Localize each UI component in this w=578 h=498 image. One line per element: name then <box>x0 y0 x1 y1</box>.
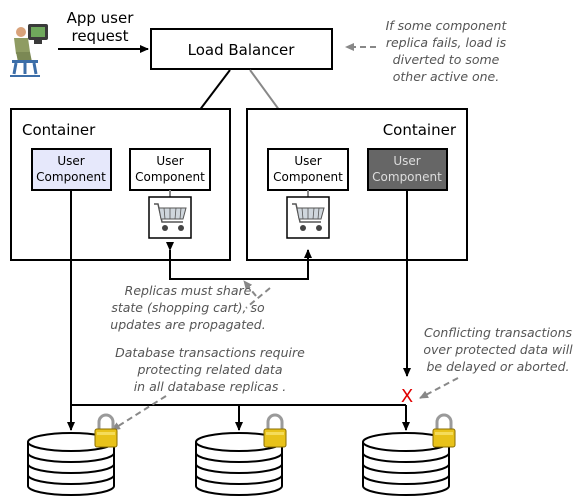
shared-state-connector <box>166 242 312 280</box>
user-component-right-cart: User Component <box>267 148 349 191</box>
database-icon <box>362 432 450 496</box>
svg-text:User: User <box>156 154 183 168</box>
shopping-cart-icon <box>286 196 330 239</box>
shared-state-note-line1: Replicas must share <box>125 283 252 298</box>
load-balancer-label: Load Balancer <box>188 41 296 59</box>
svg-text:User: User <box>393 154 420 168</box>
db-note-arrow <box>111 395 167 431</box>
svg-text:Component: Component <box>273 170 343 184</box>
container-right-title: Container <box>383 121 457 139</box>
padlock-icon <box>432 413 456 448</box>
load-balancer-box <box>150 28 333 70</box>
padlock-icon <box>94 413 118 448</box>
shared-state-note-arrow-head <box>243 280 257 297</box>
request-label-line2: request <box>71 27 128 45</box>
svg-text:Component: Component <box>36 170 106 184</box>
shared-state-note-arrow <box>245 287 271 309</box>
user-at-computer-icon <box>10 24 48 77</box>
shared-state-note-line2: state (shopping cart), so <box>111 300 265 315</box>
database-icon <box>195 432 283 496</box>
request-label-line1: App user <box>67 9 135 27</box>
failover-note-line4: other active one. <box>393 69 499 84</box>
svg-text:User: User <box>57 154 84 168</box>
svg-text:Component: Component <box>135 170 205 184</box>
conflicts-note-line2: over protected data will <box>423 342 573 357</box>
svg-text:User: User <box>294 154 321 168</box>
db-note-line3: in all database replicas . <box>134 379 287 394</box>
conflicts-note-line1: Conflicting transactions <box>424 325 573 340</box>
failover-note-line1: If some component <box>386 18 508 33</box>
conflicts-note-line3: be delayed or aborted. <box>427 359 570 374</box>
db-note-line2: protecting related data <box>136 362 282 377</box>
conflict-marker: X <box>401 386 413 407</box>
container-left-title: Container <box>22 121 96 139</box>
database-icon <box>27 432 115 496</box>
conflicts-note-arrow <box>419 377 459 399</box>
user-component-left-cart: User Component <box>129 148 211 191</box>
user-component-right-failed: User Component <box>367 148 448 191</box>
failover-note-line2: replica fails, load is <box>386 35 507 50</box>
padlock-icon <box>263 413 287 448</box>
db-note-line1: Database transactions require <box>115 345 305 360</box>
shopping-cart-icon <box>148 196 192 239</box>
svg-text:Component: Component <box>372 170 442 184</box>
shared-state-note-line3: updates are propagated. <box>110 317 265 332</box>
failover-note-line3: diverted to some <box>393 52 500 67</box>
user-component-left-db: User Component <box>31 148 112 191</box>
